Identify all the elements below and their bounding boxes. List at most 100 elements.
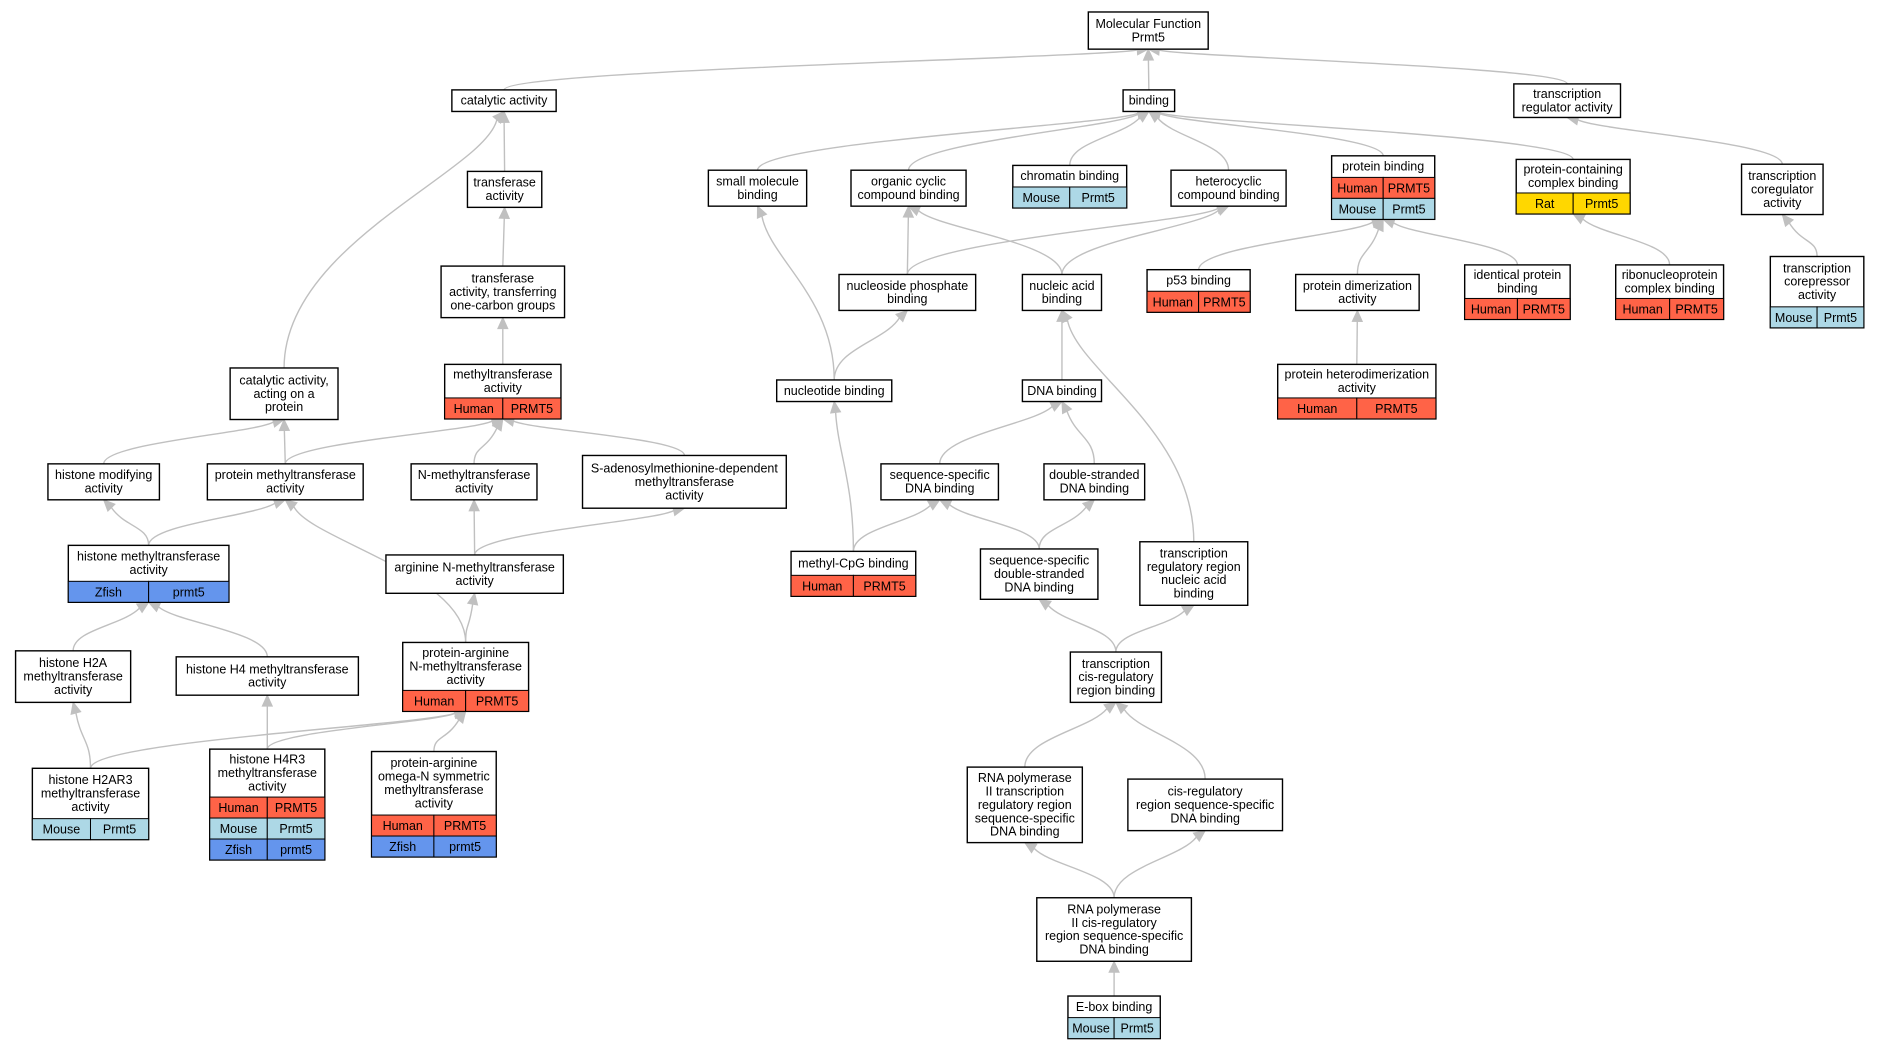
node-label-line: activity [1798,288,1837,302]
edge-arrowhead [70,701,82,715]
node-label-line: one-carbon groups [450,298,555,312]
node-box [707,169,808,207]
edge-protmethyl-to-methyltrans [284,415,504,465]
edge-arrowhead [1572,213,1587,225]
go-node-protarg[interactable]: protein-arginineN-methyltransferaseactiv… [402,641,530,713]
edge-line [1069,117,1141,166]
node-label-line: DNA binding [990,825,1060,839]
node-box [850,169,967,207]
node-label-line: transcription [1082,657,1150,671]
edge-onecarbon-to-transferase [498,206,511,267]
edge-line [1047,605,1117,653]
node-label-line: N-methyltransferase [418,468,531,482]
node-label-line: nucleoside phosphate [847,279,969,293]
edge-omegaN-to-protarg [433,710,467,752]
go-node-catalytic[interactable]: catalytic activity [451,89,557,113]
gene-cell [465,689,530,712]
node-label-line: histone H2A [39,656,108,670]
node-label-line: transcription [1748,169,1816,183]
go-node-h4r3[interactable]: histone H4R3methyltransferaseactivityHum… [209,748,326,861]
edge-nmethyl-to-methyltrans [473,417,504,464]
edge-seqdsdna-to-dsdna [1038,499,1096,550]
gene-label: PRMT5 [1203,295,1245,309]
node-label-line: small molecule [716,174,799,188]
edge-nucacid-to-orgcyc [907,205,1063,275]
node-label-line: DNA binding [1060,482,1130,496]
node-label-line: transcription [1160,546,1228,560]
node-box [1740,163,1824,216]
species-label: Zfish [225,843,252,857]
node-label-line: p53 binding [1166,273,1231,287]
edge-line [1038,506,1087,550]
go-node-nucleotide[interactable]: nucleotide binding [775,379,893,403]
edge-arrowhead [1061,309,1073,324]
gene-label: Prmt5 [103,823,136,837]
edge-p53-to-protbind [1197,216,1385,270]
gene-cell [1198,290,1251,313]
edge-arrowhead [453,710,467,724]
edge-line [283,430,286,464]
edge-line [1577,119,1784,165]
edge-catprot-to-catalytic [283,110,505,368]
go-node-binding[interactable]: binding [1122,89,1176,113]
node-label-line: activity [1763,196,1802,210]
node-label-line: transferase [473,176,536,190]
node-label-line: N-methyltransferase [409,659,522,673]
edge-arrowhead [1049,400,1064,412]
species-label: Mouse [43,823,81,837]
edge-pcc-to-binding [1147,107,1574,161]
edge-line [1115,610,1185,653]
node-label-line: activity [54,683,93,697]
edge-line [852,504,931,552]
edge-line [1159,112,1574,161]
go-node-dna[interactable]: DNA binding [1021,379,1103,403]
gene-label: PRMT5 [863,579,905,593]
go-node-h2ar3[interactable]: histone H2AR3methyltransferaseactivityMo… [31,767,150,841]
edge-tcis-to-tregregion [1115,604,1195,653]
go-node-sam[interactable]: S-adenosylmethionine-dependentmethyltran… [581,454,787,509]
edge-tcoreg-to-treg [1565,114,1784,165]
edge-line [473,509,675,556]
